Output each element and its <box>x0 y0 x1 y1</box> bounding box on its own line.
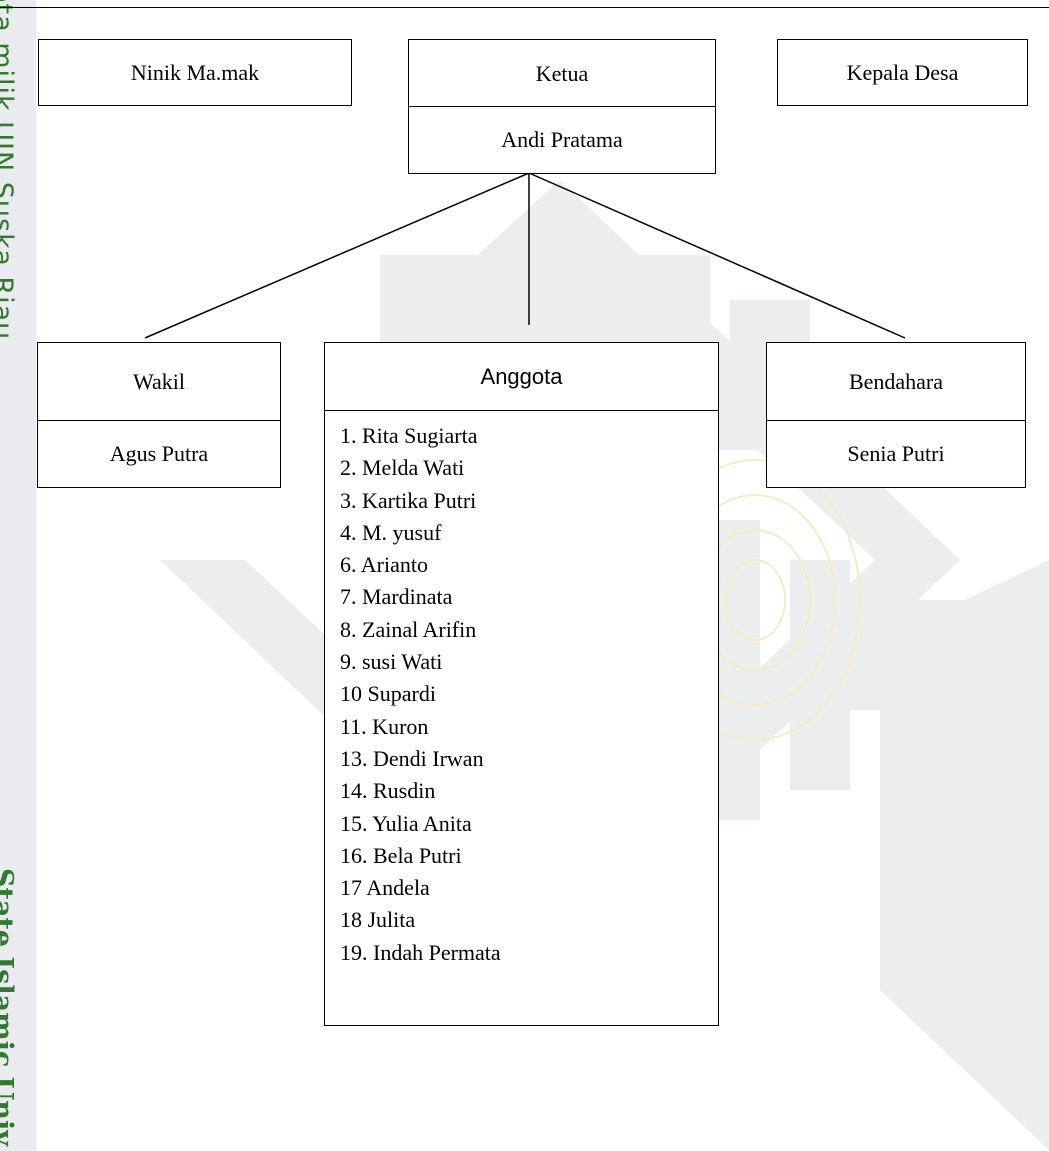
wakil-title: Wakil <box>133 369 185 394</box>
advisor-box-right: Kepala Desa <box>777 39 1028 106</box>
connector-to-wakil <box>144 172 530 339</box>
member-item: 1. Rita Sugiarta <box>340 423 478 448</box>
bendahara-title-box: Bendahara <box>766 342 1026 422</box>
bendahara-name: Senia Putri <box>847 441 945 466</box>
ketua-title: Ketua <box>535 60 589 86</box>
anggota-title: Anggota <box>480 364 563 389</box>
ketua-name: Andi Pratama <box>501 127 623 152</box>
member-item: 8. Zainal Arifin <box>340 616 477 642</box>
ketua-title-box: Ketua <box>408 39 716 108</box>
wakil-name-box: Agus Putra <box>37 420 281 488</box>
member-item: 6. Arianto <box>340 552 428 578</box>
advisor-left-label: Ninik Ma.mak <box>130 59 260 85</box>
connector-to-bendahara <box>528 172 906 339</box>
anggota-members-box <box>324 410 719 1026</box>
member-item: 17 Andela <box>340 875 430 901</box>
bendahara-name-box: Senia Putri <box>766 420 1026 488</box>
member-item: 3. Kartika Putri <box>340 487 477 513</box>
wakil-title-box: Wakil <box>37 342 281 422</box>
anggota-title-box: Anggota <box>324 342 719 412</box>
wakil-name: Agus Putra <box>109 441 209 466</box>
member-item: 15. Yulia Anita <box>340 810 472 836</box>
sidebar-strip: ota milik UIN Suska Riau State Islamic U… <box>0 0 36 1151</box>
bendahara-title: Bendahara <box>848 369 944 394</box>
member-item: 4. M. yusuf <box>340 519 442 545</box>
member-item: 16. Bela Putri <box>340 842 462 868</box>
member-item: 2. Melda Wati <box>340 455 465 481</box>
top-rule <box>0 7 1049 8</box>
member-item: 9. susi Wati <box>340 649 443 675</box>
anggota-member-list: 1. Rita Sugiarta 2. Melda Wati 3. Kartika … <box>340 420 501 969</box>
member-item: 11. Kuron <box>340 713 429 739</box>
advisor-box-left: Ninik Ma.mak <box>38 39 352 106</box>
member-item: 14. Rusdin <box>340 778 436 804</box>
member-item: 19. Indah Permata <box>340 939 501 965</box>
ketua-name-box: Andi Pratama <box>408 106 716 174</box>
advisor-right-label: Kepala Desa <box>846 59 959 85</box>
member-item: 10 Supardi <box>340 681 436 707</box>
member-item: 18 Julita <box>340 907 416 933</box>
member-item: 7. Mardinata <box>340 584 453 610</box>
member-item: 13. Dendi Irwan <box>340 745 484 771</box>
